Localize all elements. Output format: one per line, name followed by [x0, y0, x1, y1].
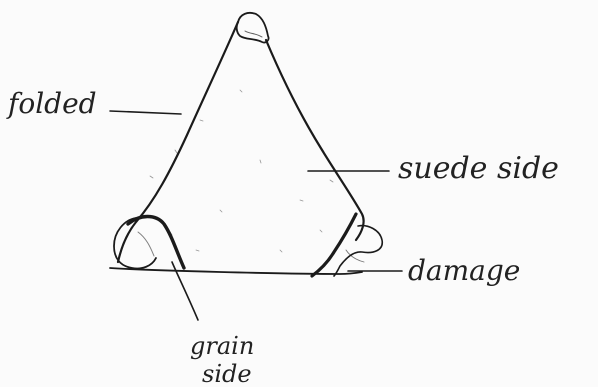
- fragment-left-lobe: [114, 218, 156, 269]
- label-grain-side-line2: side: [202, 360, 252, 387]
- grain-side-edge: [128, 217, 184, 269]
- fragment-bottom-edge: [110, 268, 362, 274]
- leader-lines: [110, 111, 402, 320]
- fragment-right-edge: [266, 40, 364, 240]
- fragment-right-damage-edge: [312, 214, 356, 276]
- label-damage: damage: [408, 254, 520, 287]
- fragment-tip: [237, 13, 269, 43]
- fragment-left-edge: [118, 22, 238, 262]
- label-folded: folded: [6, 87, 97, 120]
- label-grain-side-line1: grain: [190, 332, 254, 360]
- label-suede-side: suede side: [398, 151, 559, 186]
- folded-leader-line: [110, 111, 181, 114]
- fragment-drawing: [110, 13, 382, 276]
- fragment-right-lobe: [334, 226, 382, 276]
